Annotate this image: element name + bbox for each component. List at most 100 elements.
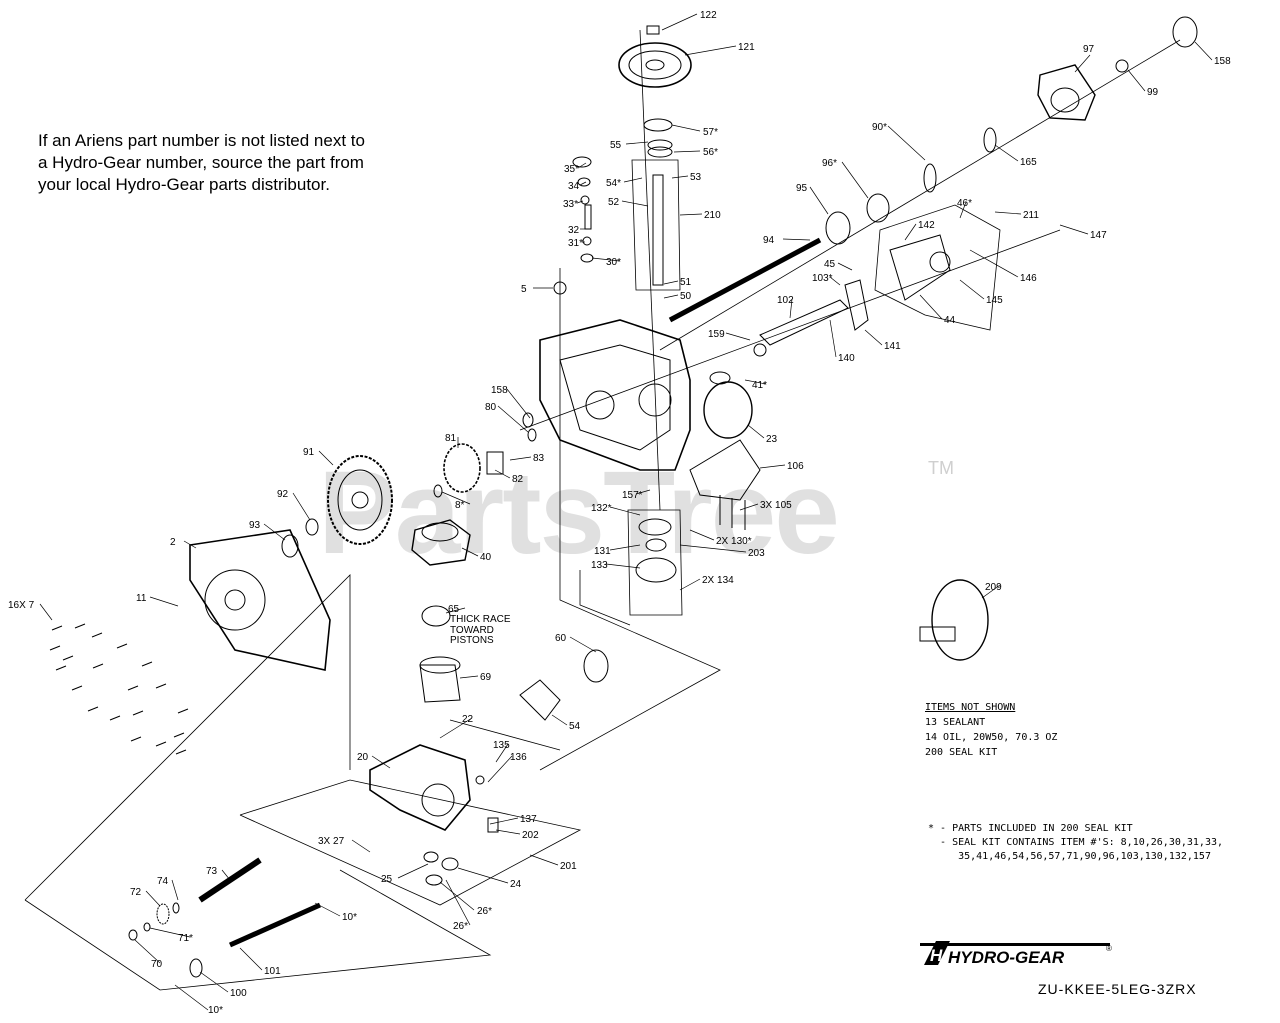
leader-line [1074,54,1091,73]
part-callout: 131 [594,546,611,557]
part-callout: 33* [563,199,578,210]
leader-line [679,213,703,216]
leader-line [605,563,641,569]
part-callout: 3X 27 [318,836,345,847]
part-callout: 2X 130* [716,536,752,547]
leader-line [459,675,479,679]
leader-line [461,547,479,557]
part-callout: 210 [704,210,721,221]
leader-line [445,879,471,926]
hydro-gear-logo: H HYDRO-GEAR ® [920,937,1120,976]
leader-line [829,276,841,286]
leader-line [759,464,786,469]
part-callout: 72 [130,887,142,898]
part-callout: 2X 134 [702,575,734,586]
part-callout: 93 [249,520,261,531]
part-callout: 2 [170,537,176,548]
watermark-tm: TM [928,458,954,478]
part-callout: 96* [822,158,837,169]
part-callout: 135 [493,740,510,751]
part-callout: TOWARD [450,625,494,636]
leader-line [145,890,161,907]
part-callout: 201 [560,861,577,872]
model-code: ZU-KKEE-5LEG-3ZRX [1038,981,1197,997]
part-callout: 106 [787,461,804,472]
part-callout: 95 [796,183,808,194]
part-callout: 141 [884,341,901,352]
note-line: If an Ariens part number is not listed n… [38,131,365,150]
part-callout: 90* [872,122,887,133]
part-callout: 32 [568,225,580,236]
part-callout: 82 [512,474,524,485]
part-callout: 69 [480,672,492,683]
part-callout: 54 [569,721,581,732]
leader-line [981,584,1001,599]
part-callout: 73 [206,866,218,877]
leader-line [904,223,917,241]
leader-line [1127,69,1146,92]
part-callout: 52 [608,197,620,208]
part-callout: 51 [680,277,692,288]
leader-line [837,262,853,271]
items-not-shown-item: 200 SEAL KIT [925,747,998,758]
leader-line [397,863,429,879]
part-callout: 101 [264,966,281,977]
items-not-shown: ITEMS NOT SHOWN 13 SEALANT 14 OIL, 20W50… [925,700,1057,760]
seal-kit-legend: * - PARTS INCLUDED IN 200 SEAL KIT - SEA… [928,822,1223,864]
leader-line [171,879,179,901]
leader-line [621,200,649,207]
part-callout: 70 [151,959,163,970]
part-callout: 56* [703,147,718,158]
leader-line [671,124,701,132]
leader-line [439,881,475,911]
leader-line [969,249,1019,278]
leader-line [576,200,584,204]
leader-line [623,177,643,183]
leader-line [994,144,1019,162]
part-callout: 50 [680,291,692,302]
legend-line: 35,41,46,54,56,57,71,90,96,103,130,132,1… [928,851,1211,862]
leader-line [445,607,466,614]
leader-line [351,839,371,853]
leader-line [959,279,985,300]
part-callout: 103* [812,273,833,284]
leader-line [569,636,597,653]
callout-labels: 12212157*5556*35*3433*54*53522103231*30*… [8,10,1231,1016]
leader-line [199,971,229,993]
part-callout: 60 [555,633,567,644]
part-callout: 133 [591,560,608,571]
leader-line [679,578,701,591]
part-callout: 11 [136,593,147,604]
leader-line [371,755,391,769]
part-callout: THICK RACE [450,614,511,625]
part-callout: 41* [752,380,767,391]
leader-line [609,544,641,551]
part-callout: 159 [708,329,725,340]
leader-line [739,503,759,511]
part-callout: 94 [763,235,775,246]
part-callout: 71* [178,933,193,944]
part-callout: 3X 105 [760,500,792,511]
leader-line [684,45,737,56]
legend-line: * - PARTS INCLUDED IN 200 SEAL KIT [928,823,1133,834]
items-not-shown-item: 13 SEALANT [925,717,986,728]
leader-line [292,492,311,521]
part-callout: 31* [568,238,583,249]
part-callout: 100 [230,988,247,999]
part-callout: 16X 7 [8,600,35,611]
part-callout: 158 [491,385,508,396]
bolt-set-7 [49,623,189,755]
leader-line [497,405,529,433]
leader-line [679,544,747,553]
leader-line [663,294,679,299]
part-callout: 5 [521,284,527,295]
leader-line [994,211,1022,215]
part-callout: 30* [606,257,621,268]
leader-line [782,238,811,241]
part-callout: 57* [703,127,718,138]
part-callout: 74 [157,876,169,887]
leader-line [864,329,883,346]
leader-line [673,150,701,153]
part-callout: 97 [1083,44,1095,55]
